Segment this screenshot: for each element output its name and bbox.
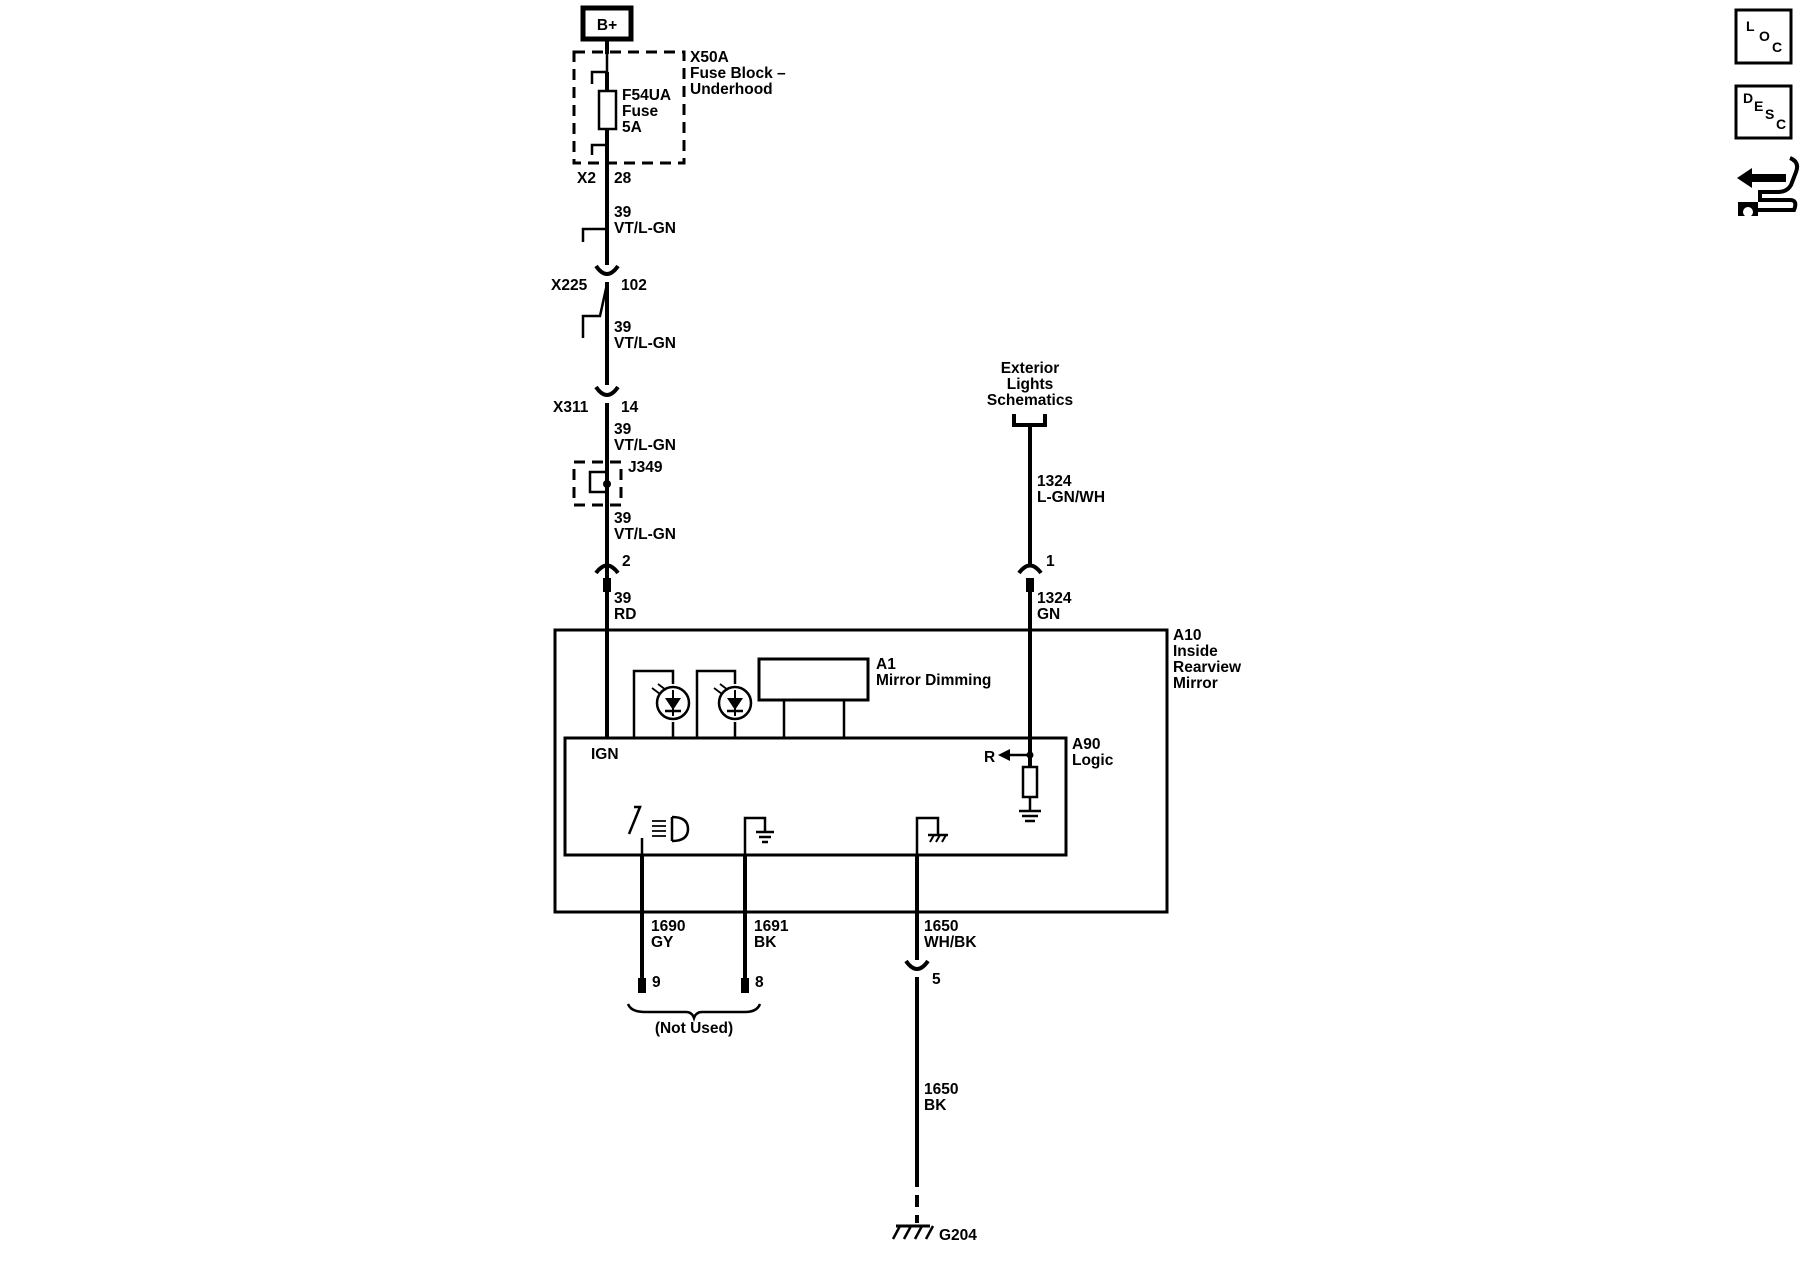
wire-6-color: L-GN/WH xyxy=(1037,489,1105,506)
mirror-connector-pin-1-symbol xyxy=(1017,563,1043,575)
wire-8-circuit: 1690 xyxy=(651,918,685,935)
mirror-dimming-block xyxy=(757,657,870,702)
ground-g204-label: G204 xyxy=(939,1227,977,1244)
fuse-id: F54UA xyxy=(622,87,671,104)
not-used-brace xyxy=(626,1003,762,1022)
wire-5-circuit: 39 xyxy=(614,590,632,607)
fuse-block-name-2: Underhood xyxy=(690,81,773,98)
exterior-lights-ref-1: Exterior xyxy=(1001,360,1060,377)
wire-3-color: VT/L-GN xyxy=(614,437,676,454)
mirror-connector-pin-9-terminal xyxy=(638,978,646,993)
connector-x2-pin: 28 xyxy=(614,170,632,187)
photo-sensor-2-icon xyxy=(695,669,753,738)
chassis-ground-icon xyxy=(915,816,948,855)
location-icon[interactable]: L O C xyxy=(1734,8,1793,65)
exterior-lights-ref-3: Schematics xyxy=(987,392,1073,409)
mirror-connector-pin-2-terminal xyxy=(603,578,611,592)
signal-ground-icon xyxy=(743,816,774,855)
wire-1-color: VT/L-GN xyxy=(614,220,676,237)
inline-tab-1 xyxy=(581,227,607,242)
resistor-input-icon xyxy=(998,749,1041,823)
connector-x225-symbol xyxy=(594,264,620,276)
svg-text:E: E xyxy=(1754,98,1763,114)
wire-7-circuit: 1324 xyxy=(1037,590,1072,607)
splice-j349-boundary xyxy=(572,460,623,507)
svg-text:C: C xyxy=(1772,39,1782,55)
headlamp-input-icon xyxy=(627,805,690,855)
connector-x2-id: X2 xyxy=(577,170,596,187)
battery-positive-label: B+ xyxy=(597,17,617,34)
ground-g204-icon xyxy=(891,1224,935,1240)
mirror-connector-pin-2-symbol xyxy=(594,563,620,575)
connector-x225-pin: 102 xyxy=(621,277,647,294)
fuse-type: Fuse xyxy=(622,103,659,120)
mirror-connector-pin-1-terminal xyxy=(1026,578,1034,592)
description-icon[interactable]: D E S C xyxy=(1734,84,1793,140)
connector-x225-id: X225 xyxy=(551,277,588,294)
inside-rearview-mirror-module xyxy=(553,628,1169,914)
not-used-label: (Not Used) xyxy=(655,1020,733,1037)
logic-ign-label: IGN xyxy=(591,746,619,763)
fuse-block-boundary xyxy=(572,50,686,165)
mirror-connector-pin-8-terminal xyxy=(741,978,749,993)
exterior-lights-ref-bracket xyxy=(1012,414,1047,427)
logic-module xyxy=(563,736,1068,857)
wire-4-color: VT/L-GN xyxy=(614,526,676,543)
wire-11-circuit: 1650 xyxy=(924,1081,958,1098)
fuse-block-id: X50A xyxy=(690,49,729,66)
wire-11-color: BK xyxy=(924,1097,947,1114)
wire-7-color: GN xyxy=(1037,606,1060,623)
connector-x311-pin: 14 xyxy=(621,399,639,416)
mirror-connector-pin-5-symbol xyxy=(904,959,930,971)
wire-8-color: GY xyxy=(651,934,674,951)
svg-text:O: O xyxy=(1759,28,1770,44)
fuse-block-terminal-top xyxy=(590,54,609,84)
mirror-pin-5-label: 5 xyxy=(932,971,941,988)
wire-10-color: WH/BK xyxy=(924,934,977,951)
logic-r-label: R xyxy=(984,749,995,766)
wire-2-circuit: 39 xyxy=(614,319,632,336)
mirror-pin-2-label: 2 xyxy=(622,553,631,570)
mirror-pin-8-label: 8 xyxy=(755,974,764,991)
fuse-block-name-1: Fuse Block – xyxy=(690,65,786,82)
inline-tab-2 xyxy=(581,283,609,338)
logic-name: Logic xyxy=(1072,752,1114,769)
wire-5-color: RD xyxy=(614,606,636,623)
wire-4-circuit: 39 xyxy=(614,510,632,527)
connector-x311-symbol xyxy=(594,385,620,397)
wire-6-circuit: 1324 xyxy=(1037,473,1072,490)
mirror-name-1: Inside xyxy=(1173,643,1218,660)
fuse-block-terminal-bottom xyxy=(590,143,607,155)
wire-10-circuit: 1650 xyxy=(924,918,958,935)
wire-1-circuit: 39 xyxy=(614,204,632,221)
dimming-id: A1 xyxy=(876,656,896,673)
connector-x311-id: X311 xyxy=(553,399,589,416)
wire-9-circuit: 1691 xyxy=(754,918,789,935)
dimming-name: Mirror Dimming xyxy=(876,672,991,689)
wire-2-color: VT/L-GN xyxy=(614,335,676,352)
mirror-id: A10 xyxy=(1173,627,1201,644)
wire-3-circuit: 39 xyxy=(614,421,632,438)
svg-text:S: S xyxy=(1765,106,1774,122)
exterior-lights-ref-2: Lights xyxy=(1007,376,1054,393)
photo-sensor-1-icon xyxy=(632,669,691,738)
svg-text:L: L xyxy=(1746,18,1755,34)
splice-j349-node xyxy=(603,480,611,488)
mirror-pin-9-label: 9 xyxy=(652,974,661,991)
fuse-rating: 5A xyxy=(622,119,642,136)
svg-text:D: D xyxy=(1743,90,1753,106)
splice-j349-tab xyxy=(588,470,607,494)
mirror-pin-1-label: 1 xyxy=(1046,553,1055,570)
svg-text:C: C xyxy=(1776,116,1786,132)
wire-9-color: BK xyxy=(754,934,777,951)
battery-positive-terminal: B+ xyxy=(580,5,634,42)
splice-j349-id: J349 xyxy=(628,459,663,476)
repair-procedure-icon[interactable] xyxy=(1737,156,1800,217)
logic-id: A90 xyxy=(1072,736,1100,753)
mirror-name-2: Rearview xyxy=(1173,659,1242,676)
fuse-f54ua-symbol xyxy=(597,89,618,131)
mirror-name-3: Mirror xyxy=(1173,675,1218,692)
